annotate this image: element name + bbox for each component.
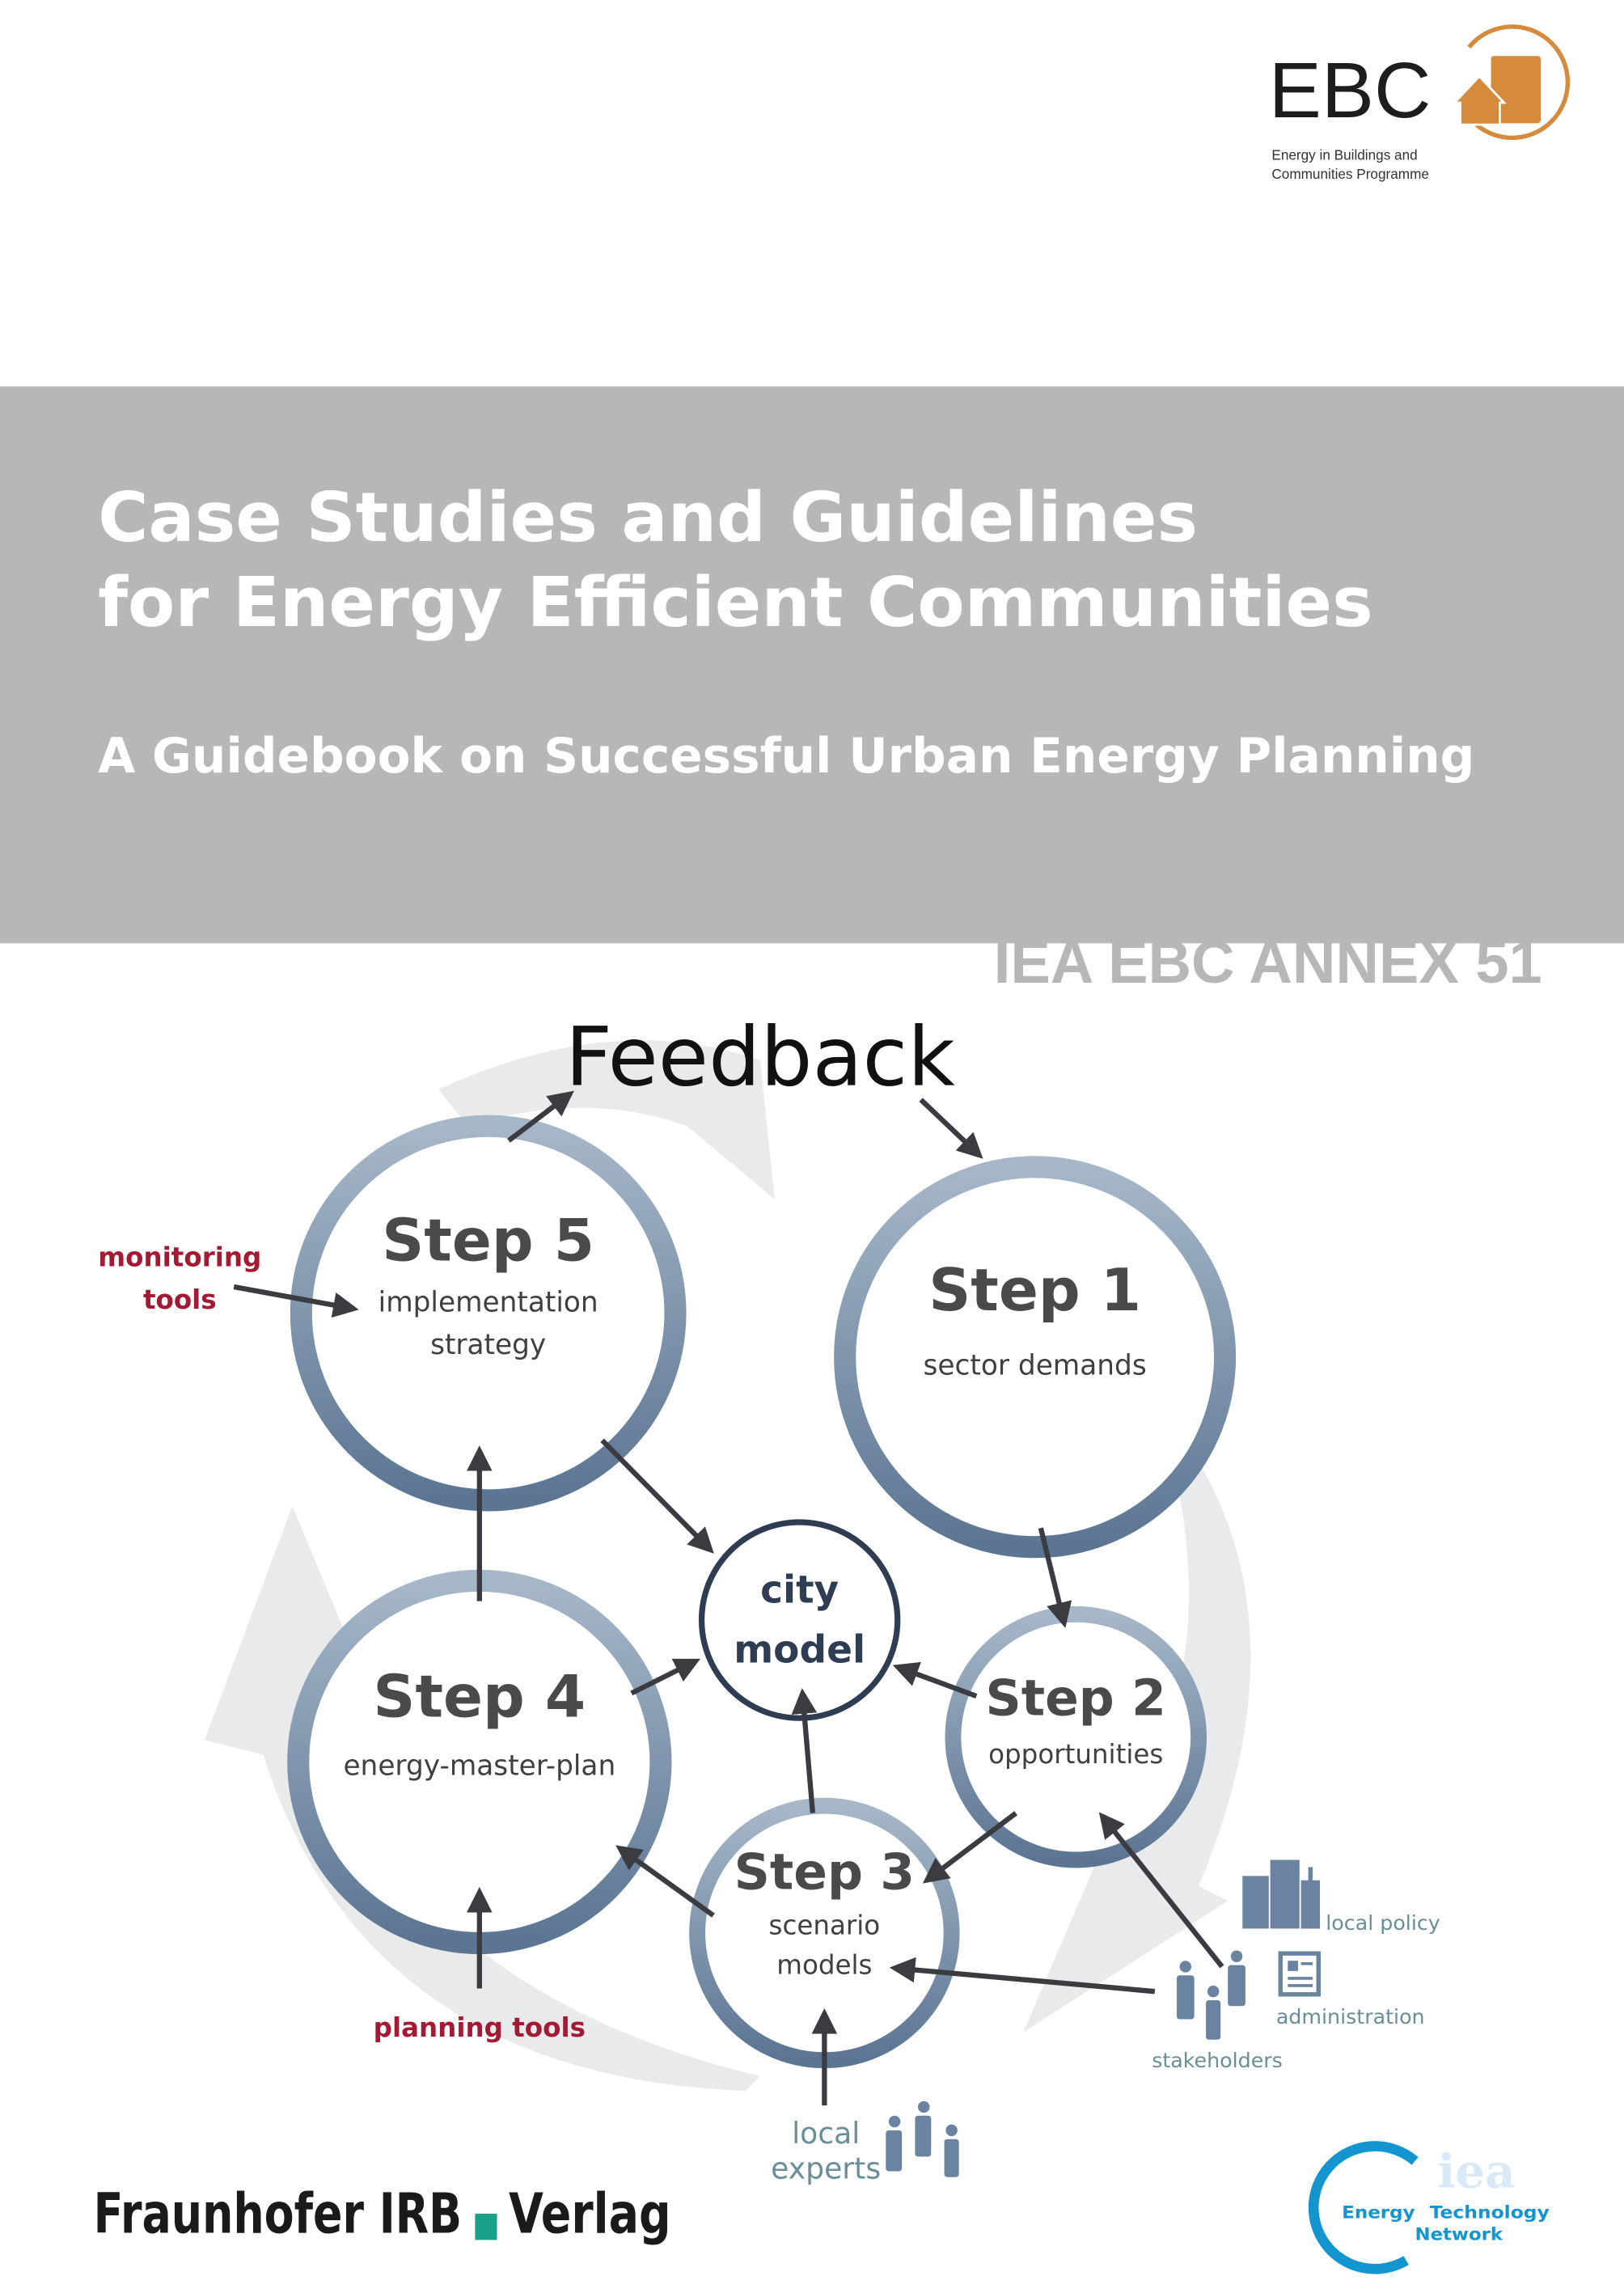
publisher-name-right: Verlag — [509, 2181, 671, 2246]
step-4-title: Step 4 — [373, 1663, 586, 1731]
ebc-house-icon — [1452, 74, 1507, 126]
step-5-circle[interactable] — [290, 1115, 687, 1512]
arrow-step3-step4 — [615, 1845, 715, 1918]
local-experts-people-icon — [886, 2101, 959, 2177]
iea-text-energy: Energy — [1342, 2202, 1415, 2223]
step-2-circle[interactable] — [945, 1606, 1207, 1868]
arrow-stakeholders-step3 — [889, 1957, 1156, 1995]
local-experts-label-1: local — [792, 2116, 860, 2151]
city-model-line-2: model — [734, 1628, 865, 1673]
ebc-arc-icon — [1467, 24, 1571, 141]
ebc-tagline-1: Energy in Buildings and — [1271, 147, 1417, 163]
step-5-desc-1: implementation — [379, 1287, 598, 1319]
monitoring-tools-label-2: tools — [143, 1284, 217, 1315]
step-5-desc-2: strategy — [430, 1329, 546, 1361]
ebc-building-icon — [1491, 56, 1541, 124]
publisher-name-left: Fraunhofer IRB — [94, 2181, 462, 2246]
administration-label: administration — [1276, 2005, 1425, 2029]
iea-text-network: Network — [1415, 2224, 1503, 2244]
step-2-desc: opportunities — [988, 1739, 1163, 1770]
step-2-title: Step 2 — [986, 1670, 1166, 1728]
monitoring-tools-label-1: monitoring — [98, 1242, 261, 1273]
arrow-step2-step3 — [922, 1811, 1018, 1884]
city-buildings-icon — [1242, 1859, 1321, 1929]
annex-label: IEA EBC ANNEX 51 — [994, 929, 1542, 996]
stakeholders-label: stakeholders — [1152, 2049, 1283, 2072]
city-model-circle[interactable] — [698, 1519, 901, 1721]
arrow-step5-city — [600, 1438, 714, 1554]
iea-mark: iea — [1437, 2143, 1515, 2198]
title-line-2: for Energy Efficient Communities — [98, 563, 1373, 643]
local-experts-label-2: experts — [771, 2151, 881, 2186]
title-line-1: Case Studies and Guidelines — [98, 478, 1198, 558]
step-1-circle[interactable] — [834, 1156, 1237, 1559]
iea-logo: iea Energy Technology Network — [1308, 2141, 1550, 2274]
subtitle: A Guidebook on Successful Urban Energy P… — [98, 729, 1474, 785]
publisher-square-icon — [475, 2213, 497, 2240]
flow-arrows — [233, 1090, 1224, 2106]
document-icon — [1278, 1951, 1321, 1997]
title-banner — [0, 386, 1624, 944]
step-4-desc: energy-master-plan — [343, 1750, 615, 1783]
local-policy-label: local policy — [1326, 1911, 1440, 1935]
step-1-desc: sector demands — [924, 1349, 1147, 1381]
ebc-logo-text: EBC — [1269, 46, 1432, 134]
publisher-logo: Fraunhofer IRB Verlag — [94, 2181, 671, 2246]
arrow-step4-city — [630, 1658, 700, 1696]
arrow-step3-city — [791, 1688, 818, 1813]
arrow-policy-step2 — [1098, 1812, 1224, 1969]
step-3-desc-1: scenario — [769, 1910, 881, 1941]
arrow-monitoring-step5 — [233, 1284, 359, 1318]
feedback-label: Feedback — [565, 1009, 955, 1105]
arrow-step5-feedback — [507, 1090, 574, 1143]
step-1-title: Step 1 — [928, 1257, 1141, 1325]
stakeholders-people-icon — [1176, 1950, 1245, 2040]
step-3-title: Step 3 — [734, 1844, 915, 1902]
step-3-desc-2: models — [776, 1949, 872, 1980]
city-model-line-1: city — [760, 1567, 839, 1612]
iea-text-technology: Technology — [1430, 2202, 1550, 2223]
arrow-feedback-step1 — [919, 1098, 983, 1159]
step-5-title: Step 5 — [382, 1207, 594, 1275]
ebc-tagline-2: Communities Programme — [1271, 166, 1429, 182]
arrow-step1-step2 — [1038, 1527, 1072, 1628]
iea-arc-icon — [1308, 2141, 1419, 2274]
arrow-step2-city — [892, 1661, 978, 1699]
ebc-logo: EBC Energy in Buildings and Communities … — [1269, 24, 1571, 182]
planning-tools-label: planning tools — [374, 2012, 586, 2043]
